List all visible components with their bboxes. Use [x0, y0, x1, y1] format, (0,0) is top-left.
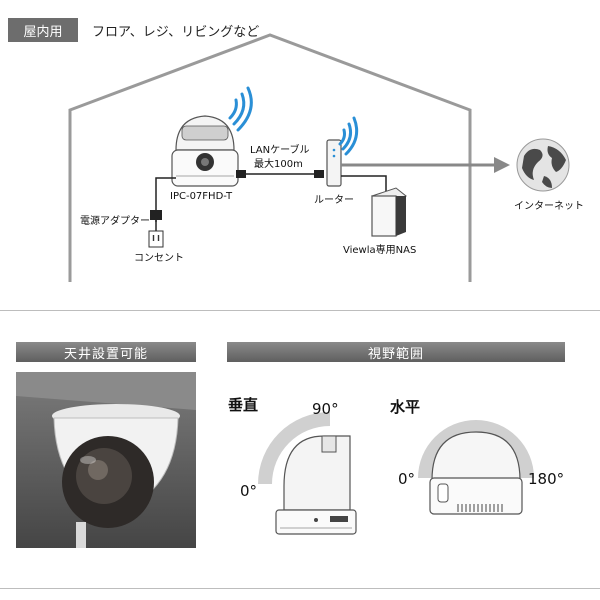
view-range-tag-label: 視野範囲	[367, 346, 424, 362]
nas-icon	[370, 187, 408, 237]
ceiling-photo	[16, 372, 196, 548]
nas-cable	[341, 175, 387, 196]
router-label: ルーター	[314, 195, 354, 206]
house-outline	[68, 33, 472, 282]
vertical-label: 垂直	[228, 396, 259, 414]
network-diagram	[68, 33, 570, 282]
indoor-tag: 屋内用	[8, 18, 78, 42]
camera-wifi-icon	[228, 86, 253, 132]
view-range-tag: 視野範囲	[227, 342, 565, 362]
lan-cable-label-2: 最大100m	[254, 159, 303, 170]
usage-subtitle: フロア、レジ、リビングなど	[92, 21, 259, 40]
arrow-head-icon	[494, 157, 510, 173]
ceiling-tag-label: 天井設置可能	[63, 346, 148, 362]
side-camera-icon	[275, 435, 357, 535]
ceiling-tag: 天井設置可能	[16, 342, 196, 362]
horizontal-min-label: 0°	[398, 470, 416, 488]
horizontal-label: 水平	[390, 398, 421, 416]
horizontal-max-label: 180°	[528, 470, 565, 488]
horizontal-fov-arc	[418, 420, 534, 478]
usage-subtitle-text: フロア、レジ、リビングなど	[92, 25, 260, 40]
vertical-min-label: 0°	[240, 482, 258, 500]
camera-model-label: IPC-07FHD-T	[170, 191, 233, 202]
internet-label: インターネット	[514, 201, 584, 212]
lan-cable-label-1: LANケーブル	[250, 145, 310, 156]
vertical-max-label: 90°	[312, 400, 339, 418]
ceiling-camera-illustration	[16, 372, 196, 548]
outlet-label: コンセント	[134, 253, 184, 264]
power-adapter-label: 電源アダプター	[80, 216, 150, 227]
router-wifi-icon	[338, 116, 359, 156]
section-divider-bottom	[0, 588, 600, 589]
nas-label: Viewla専用NAS	[343, 245, 417, 256]
router-icon	[326, 139, 342, 187]
camera-icon	[171, 115, 239, 187]
power-adapter-icon	[150, 210, 162, 220]
indoor-tag-label: 屋内用	[23, 24, 63, 40]
front-camera-icon	[429, 431, 523, 515]
globe-icon	[516, 138, 570, 192]
vertical-fov-arc	[258, 412, 330, 484]
outlet-icon	[148, 230, 164, 248]
power-cable	[155, 177, 176, 222]
section-divider-top	[0, 310, 600, 311]
